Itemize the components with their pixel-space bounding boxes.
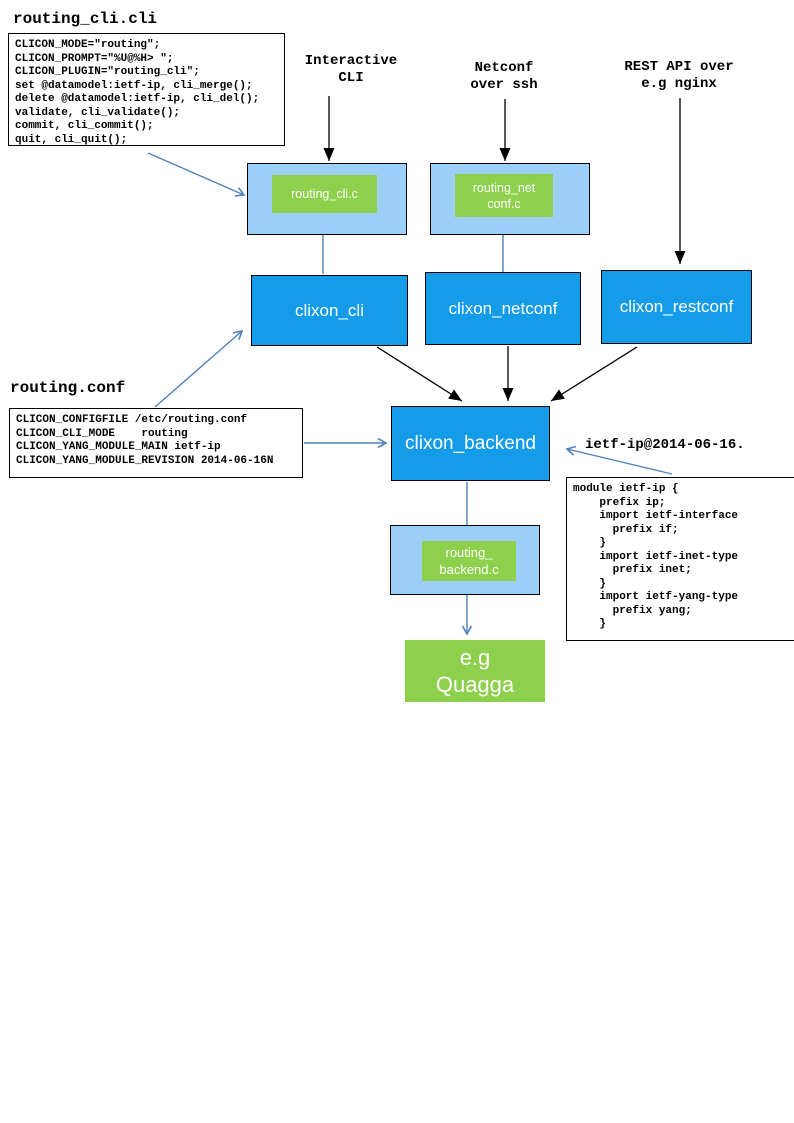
arrow-routing-cli-code-to-cli-plugin-box	[147, 152, 244, 195]
arrow-clixon-cli-to-backend	[376, 346, 463, 402]
clixon-backend-node: clixon_backend	[391, 406, 550, 481]
routing-netconf-c-node: routing_net conf.c	[455, 174, 553, 217]
clixon-netconf-node: clixon_netconf	[425, 272, 581, 345]
routing-cli-c-node: routing_cli.c	[272, 175, 377, 213]
routing-cli-file-title: routing_cli.cli	[13, 10, 158, 28]
routing-cli-code-box: CLICON_MODE="routing"; CLICON_PROMPT="%U…	[8, 33, 285, 146]
rest-api-label: REST API over e.g nginx	[624, 59, 734, 92]
quagga-node: e.g Quagga	[405, 640, 545, 702]
ietf-ip-module-code-box: module ietf-ip { prefix ip; import ietf-…	[566, 477, 794, 641]
routing-backend-c-node: routing_ backend.c	[422, 541, 516, 581]
clixon-restconf-node: clixon_restconf	[601, 270, 752, 344]
routing-conf-file-title: routing.conf	[10, 379, 126, 397]
interactive-cli-label: Interactive CLI	[304, 53, 398, 86]
arrow-routing-conf-to-clixon-cli	[154, 331, 242, 408]
arrow-clixon-restconf-to-backend	[550, 346, 638, 402]
clixon-cli-node: clixon_cli	[251, 275, 408, 346]
routing-conf-code-box: CLICON_CONFIGFILE /etc/routing.conf CLIC…	[9, 408, 303, 478]
ietf-ip-file-title: ietf-ip@2014-06-16.	[585, 437, 745, 453]
netconf-over-ssh-label: Netconf over ssh	[470, 60, 538, 93]
